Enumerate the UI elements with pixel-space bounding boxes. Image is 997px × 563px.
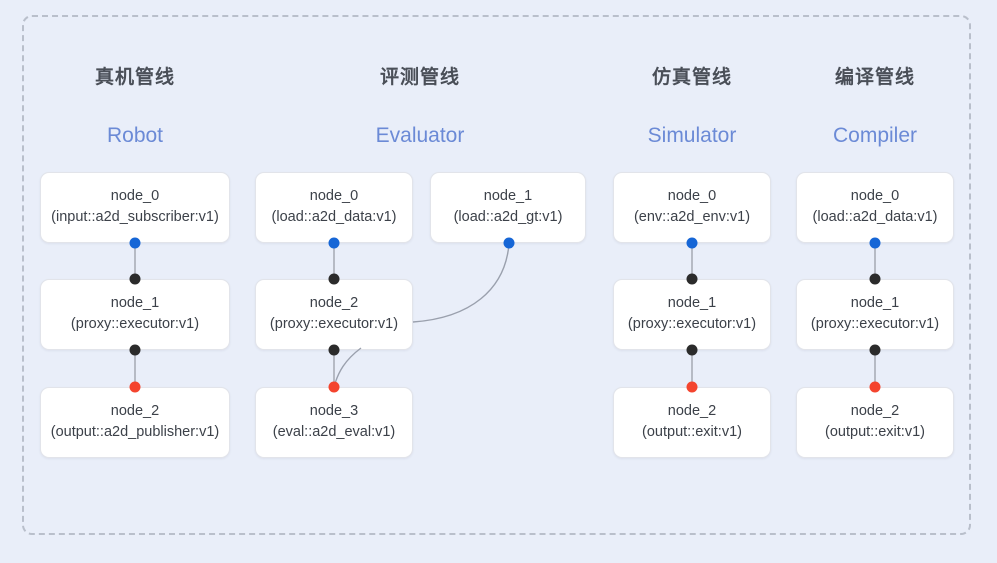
edge-eval-0-2 bbox=[333, 243, 335, 278]
port-in-compiler-1[interactable] bbox=[869, 273, 881, 285]
node-label-name: node_0 bbox=[850, 188, 900, 205]
port-in-compiler-2[interactable] bbox=[869, 381, 881, 393]
column-title-simulator: 仿真管线 bbox=[651, 67, 732, 88]
port-out-robot-1[interactable] bbox=[129, 344, 141, 356]
node-label-name: node_3 bbox=[309, 403, 359, 420]
column-title-evaluator: 评测管线 bbox=[379, 67, 460, 88]
node-label-name: node_1 bbox=[110, 295, 160, 312]
edge-sim-1-2 bbox=[691, 351, 693, 386]
node-label-type: (output::a2d_publisher:v1) bbox=[50, 424, 220, 440]
node-label-name: node_0 bbox=[110, 188, 160, 205]
column-subtitle-evaluator: Evaluator bbox=[375, 124, 465, 147]
node-robot-1[interactable]: node_1 (proxy::executor:v1) bbox=[40, 279, 230, 350]
node-label-type: (eval::a2d_eval:v1) bbox=[272, 424, 396, 440]
node-simulator-0[interactable]: node_0 (env::a2d_env:v1) bbox=[613, 172, 771, 243]
node-label-name: node_2 bbox=[850, 403, 900, 420]
port-in-simulator-1[interactable] bbox=[686, 273, 698, 285]
port-out-evaluator-0[interactable] bbox=[328, 237, 340, 249]
node-label-type: (proxy::executor:v1) bbox=[269, 316, 399, 332]
node-compiler-0[interactable]: node_0 (load::a2d_data:v1) bbox=[796, 172, 954, 243]
column-subtitle-compiler: Compiler bbox=[832, 124, 918, 147]
edge-robot-0-1 bbox=[134, 243, 136, 278]
port-out-evaluator-2[interactable] bbox=[328, 344, 340, 356]
node-label-name: node_0 bbox=[667, 188, 717, 205]
node-robot-0[interactable]: node_0 (input::a2d_subscriber:v1) bbox=[40, 172, 230, 243]
node-evaluator-2[interactable]: node_2 (proxy::executor:v1) bbox=[255, 279, 413, 350]
port-in-evaluator-3[interactable] bbox=[328, 381, 340, 393]
diagram-frame bbox=[22, 15, 971, 535]
port-out-compiler-0[interactable] bbox=[869, 237, 881, 249]
node-label-type: (output::exit:v1) bbox=[825, 424, 925, 440]
node-label-type: (load::a2d_data:v1) bbox=[271, 209, 397, 225]
node-label-type: (proxy::executor:v1) bbox=[810, 316, 940, 332]
node-robot-2[interactable]: node_2 (output::a2d_publisher:v1) bbox=[40, 387, 230, 458]
edge-robot-1-2 bbox=[134, 351, 136, 386]
column-title-robot: 真机管线 bbox=[94, 67, 175, 88]
node-evaluator-1-gt[interactable]: node_1 (load::a2d_gt:v1) bbox=[430, 172, 586, 243]
port-in-robot-1[interactable] bbox=[129, 273, 141, 285]
node-simulator-2[interactable]: node_2 (output::exit:v1) bbox=[613, 387, 771, 458]
edge-sim-0-1 bbox=[691, 243, 693, 278]
node-label-type: (output::exit:v1) bbox=[642, 424, 742, 440]
port-out-robot-0[interactable] bbox=[129, 237, 141, 249]
port-in-simulator-2[interactable] bbox=[686, 381, 698, 393]
node-label-name: node_2 bbox=[309, 295, 359, 312]
column-subtitle-robot: Robot bbox=[106, 124, 164, 147]
node-label-name: node_1 bbox=[850, 295, 900, 312]
node-label-name: node_2 bbox=[110, 403, 160, 420]
node-simulator-1[interactable]: node_1 (proxy::executor:v1) bbox=[613, 279, 771, 350]
edge-comp-1-2 bbox=[874, 351, 876, 386]
edge-comp-0-1 bbox=[874, 243, 876, 278]
port-out-evaluator-1-gt[interactable] bbox=[503, 237, 515, 249]
node-compiler-2[interactable]: node_2 (output::exit:v1) bbox=[796, 387, 954, 458]
node-label-type: (env::a2d_env:v1) bbox=[633, 209, 751, 225]
port-out-simulator-1[interactable] bbox=[686, 344, 698, 356]
node-label-type: (load::a2d_gt:v1) bbox=[453, 209, 563, 225]
port-in-evaluator-2[interactable] bbox=[328, 273, 340, 285]
port-out-simulator-0[interactable] bbox=[686, 237, 698, 249]
node-label-name: node_0 bbox=[309, 188, 359, 205]
node-compiler-1[interactable]: node_1 (proxy::executor:v1) bbox=[796, 279, 954, 350]
node-label-name: node_1 bbox=[483, 188, 533, 205]
node-label-type: (proxy::executor:v1) bbox=[627, 316, 757, 332]
port-in-robot-2[interactable] bbox=[129, 381, 141, 393]
node-label-type: (load::a2d_data:v1) bbox=[812, 209, 938, 225]
node-label-type: (proxy::executor:v1) bbox=[70, 316, 200, 332]
node-evaluator-3[interactable]: node_3 (eval::a2d_eval:v1) bbox=[255, 387, 413, 458]
port-out-compiler-1[interactable] bbox=[869, 344, 881, 356]
node-label-name: node_1 bbox=[667, 295, 717, 312]
column-subtitle-simulator: Simulator bbox=[647, 124, 737, 147]
column-title-compiler: 编译管线 bbox=[834, 67, 915, 88]
node-evaluator-0[interactable]: node_0 (load::a2d_data:v1) bbox=[255, 172, 413, 243]
node-label-type: (input::a2d_subscriber:v1) bbox=[51, 209, 219, 225]
node-label-name: node_2 bbox=[667, 403, 717, 420]
